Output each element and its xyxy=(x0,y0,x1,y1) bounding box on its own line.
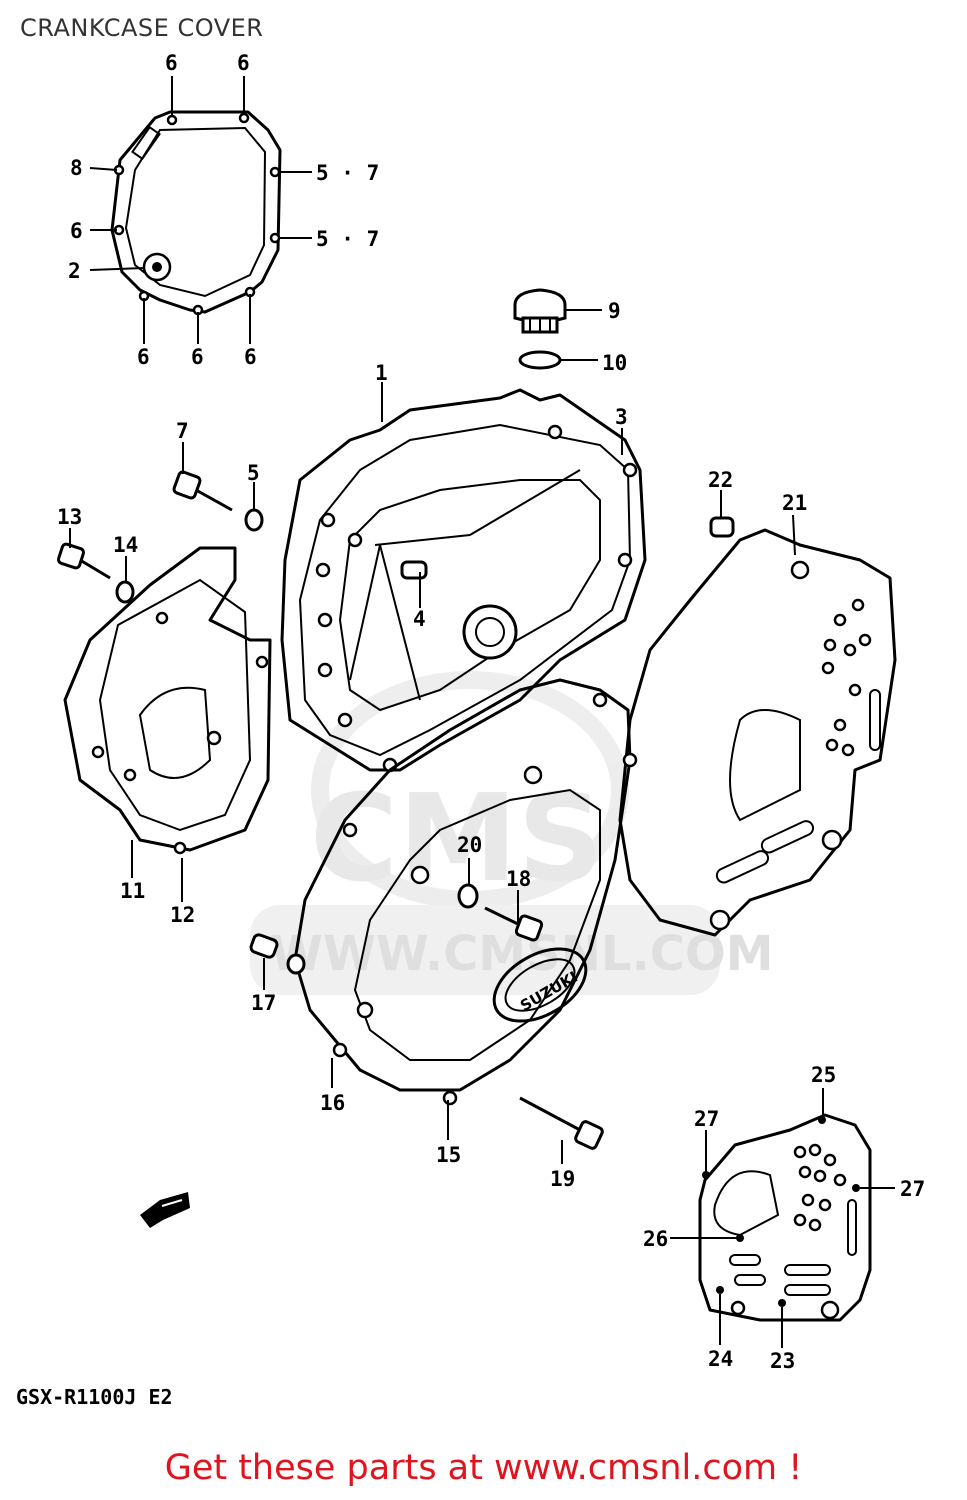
part-generator-cover xyxy=(63,546,272,855)
callout-7: 7 xyxy=(176,419,189,443)
callout-13: 13 xyxy=(57,505,82,529)
callout-6: 6 xyxy=(137,345,150,369)
callout-22: 22 xyxy=(708,468,733,492)
callout-20: 20 xyxy=(457,833,482,857)
page-title: CRANKCASE COVER xyxy=(20,14,264,42)
part-bolt-7 xyxy=(172,470,233,512)
callout-18: 18 xyxy=(506,867,531,891)
callout-16: 16 xyxy=(320,1091,345,1115)
callout-6: 6 xyxy=(70,219,83,243)
part-o-ring xyxy=(518,350,562,370)
part-bolt-13 xyxy=(56,542,111,580)
callout-24: 24 xyxy=(708,1347,733,1371)
callout-5: 5 xyxy=(247,461,260,485)
part-oil-cap xyxy=(513,288,567,334)
get-parts-link[interactable]: Get these parts at www.cmsnl.com ! xyxy=(164,1448,803,1488)
part-crankcase xyxy=(618,528,897,937)
callout-14: 14 xyxy=(113,533,138,557)
part-washer-20 xyxy=(457,883,479,909)
callout-labels: 6 6 8 5 · 7 6 5 · 7 2 6 6 6 9 10 1 3 7 5… xyxy=(57,51,925,1373)
callout-25: 25 xyxy=(811,1063,836,1087)
callout-26: 26 xyxy=(643,1227,668,1251)
callout-11: 11 xyxy=(120,879,145,903)
callout-6: 6 xyxy=(237,51,250,75)
part-washer-14 xyxy=(115,580,135,604)
part-clutch-cover xyxy=(280,388,647,773)
callout-10: 10 xyxy=(602,351,627,375)
callout-15: 15 xyxy=(436,1143,461,1167)
callout-5-7: 5 · 7 xyxy=(316,227,379,251)
callout-4: 4 xyxy=(413,607,426,631)
part-small-ring xyxy=(286,953,306,975)
part-dowel-22 xyxy=(709,516,735,538)
leader-lines xyxy=(69,76,895,1348)
callout-5-7: 5 · 7 xyxy=(316,161,379,185)
callout-2: 2 xyxy=(68,259,81,283)
callout-27: 27 xyxy=(900,1177,925,1201)
callout-6: 6 xyxy=(191,345,204,369)
callout-1: 1 xyxy=(375,361,388,385)
callout-17: 17 xyxy=(251,991,276,1015)
callout-6: 6 xyxy=(244,345,257,369)
part-washer-5 xyxy=(244,508,264,532)
callout-12: 12 xyxy=(170,903,195,927)
callout-23: 23 xyxy=(770,1349,795,1373)
callout-6: 6 xyxy=(165,51,178,75)
part-crankcase-inset xyxy=(698,1113,872,1322)
part-bolt-18 xyxy=(484,906,544,942)
callout-3: 3 xyxy=(615,405,628,429)
callout-8: 8 xyxy=(70,156,83,180)
part-dowel-17 xyxy=(249,933,279,959)
callout-19: 19 xyxy=(550,1167,575,1191)
part-bolt-19 xyxy=(519,1096,604,1150)
part-gasket-top-left xyxy=(110,110,282,316)
callout-9: 9 xyxy=(608,299,621,323)
model-code-label: GSX-R1100J E2 xyxy=(16,1385,173,1409)
front-arrow-icon xyxy=(140,1192,190,1228)
watermark: CMS WWW.CMSNL.COM xyxy=(250,671,774,995)
callout-21: 21 xyxy=(782,491,807,515)
callout-27: 27 xyxy=(694,1107,719,1131)
